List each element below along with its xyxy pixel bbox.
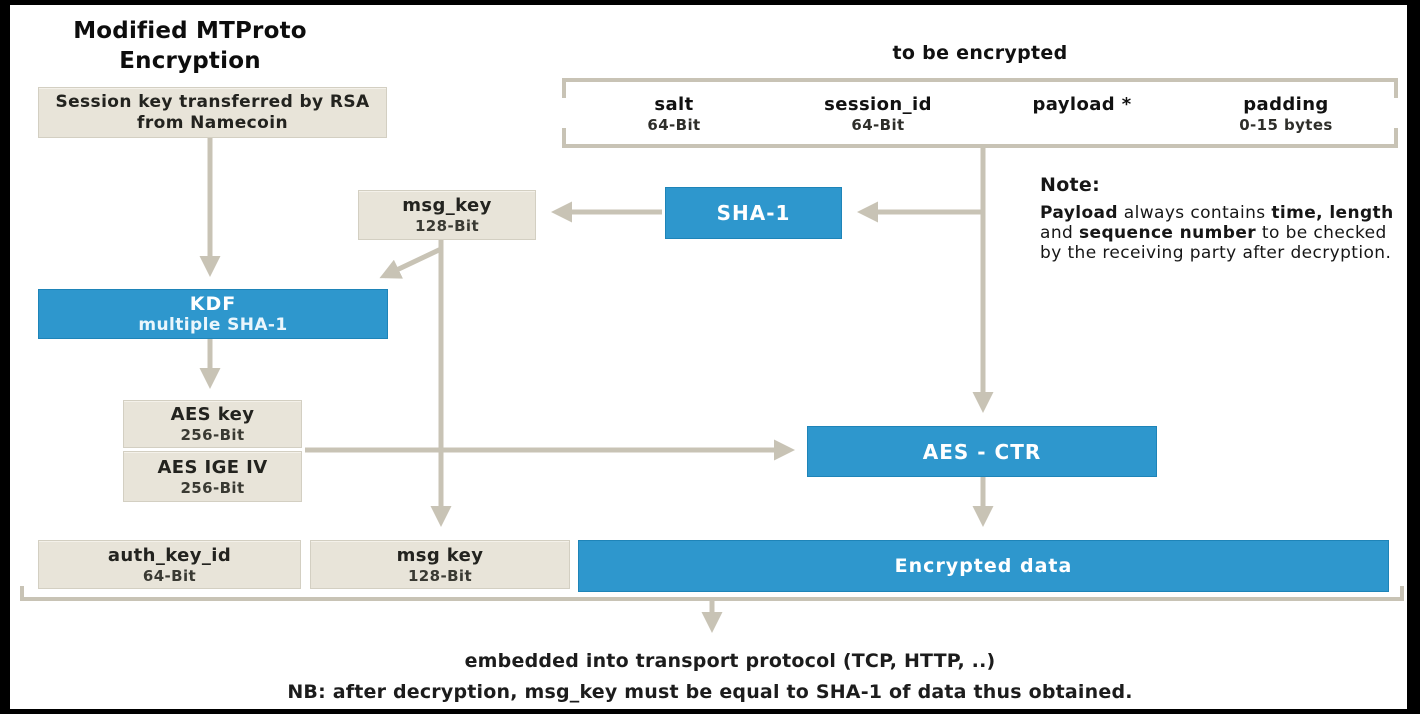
session-key-label: Session key transferred by RSA from Name… [55,91,370,133]
arrow-msgkey-to-kdf [379,246,443,279]
plaintext-fields: salt 64-Bit session_id 64-Bit payload * … [572,93,1388,135]
transport-caption: embedded into transport protocol (TCP, H… [464,650,996,672]
bottom-bracket-right-tick [1400,586,1404,601]
kdf-subtitle: multiple SHA-1 [138,315,288,335]
note-block: Note: Payload always contains time, leng… [1040,174,1400,263]
note-title: Note: [1040,174,1101,196]
aes-ige-iv-name: AES IGE IV [157,456,268,478]
field-size: 64-Bit [647,116,701,134]
auth-key-id-name: auth_key_id [107,544,232,566]
field-padding: padding 0-15 bytes [1184,93,1388,135]
sha1-box: SHA-1 [665,187,842,239]
session-key-box: Session key transferred by RSA from Name… [38,87,387,138]
aes-key-name: AES key [170,404,255,425]
bottom-bracket-line [20,597,1404,601]
aes-key-box: AES key 256-Bit [123,400,302,448]
field-payload: payload * [980,93,1184,135]
encrypted-data-label: Encrypted data [894,555,1073,577]
field-size: 0-15 bytes [1239,116,1333,134]
field-name: padding [1243,94,1329,115]
msg-key-output-size: 128-Bit [407,566,473,585]
nb-caption: NB: after decryption, msg_key must be eq… [287,681,1133,703]
field-session-id: session_id 64-Bit [776,93,980,135]
aes-ctr-label: AES - CTR [922,439,1042,464]
bottom-bracket-left-tick [20,586,24,601]
msg-key-box: msg_key 128-Bit [358,190,536,240]
aes-ige-iv-size: 256-Bit [180,478,245,497]
encrypt-bracket-top [562,78,1398,98]
auth-key-id-size: 64-Bit [142,566,197,585]
auth-key-id-box: auth_key_id 64-Bit [38,540,301,589]
field-salt: salt 64-Bit [572,93,776,135]
msg-key-name: msg_key [402,195,492,216]
field-name: payload * [1032,94,1132,115]
aes-ige-iv-box: AES IGE IV 256-Bit [123,451,302,502]
encrypt-bracket-bottom [562,128,1398,148]
diagram-title: Modified MTProto Encryption [73,18,307,74]
kdf-box: KDF multiple SHA-1 [38,289,388,339]
aes-key-size: 256-Bit [180,426,245,444]
encrypted-data-box: Encrypted data [578,540,1389,592]
msg-key-output-box: msg key 128-Bit [310,540,570,589]
field-size: 64-Bit [851,116,905,134]
kdf-title: KDF [189,293,237,315]
msg-key-size: 128-Bit [414,217,480,235]
msg-key-output-name: msg key [396,544,484,566]
field-name: session_id [824,94,932,115]
sha1-label: SHA-1 [716,201,791,225]
aes-ctr-box: AES - CTR [807,426,1157,477]
note-body: Payload always contains time, length and… [1040,203,1394,263]
to-be-encrypted-label: to be encrypted [892,42,1068,64]
field-name: salt [654,94,694,115]
